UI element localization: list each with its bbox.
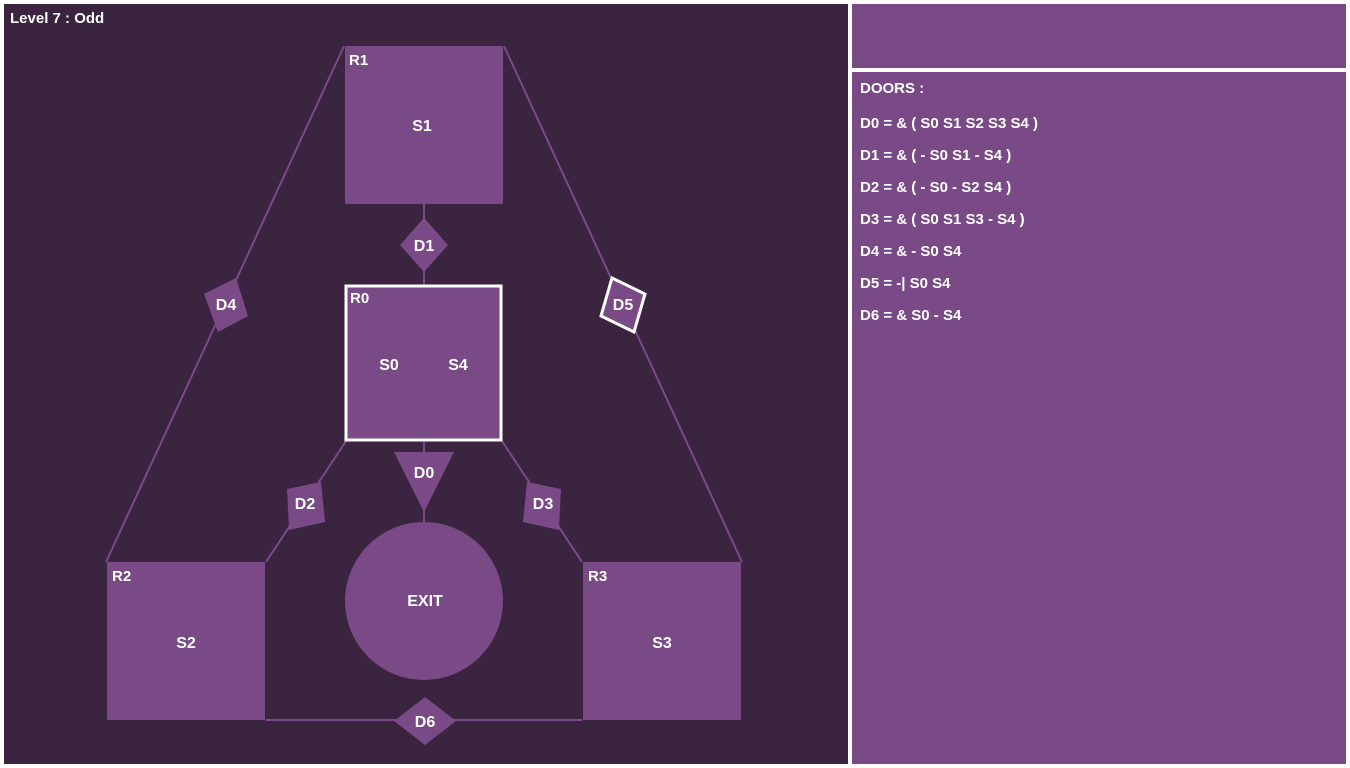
door-label: D1 [414, 238, 435, 255]
door-d6[interactable]: D6 [394, 697, 456, 745]
room-r1[interactable]: R1 S1 [345, 46, 503, 204]
door-label: D3 [533, 496, 554, 513]
room-r3[interactable]: R3 S3 [583, 562, 741, 720]
door-label: D2 [295, 496, 316, 513]
room-label: R1 [349, 52, 368, 69]
door-label: D4 [216, 297, 237, 314]
door-label: D5 [613, 297, 634, 314]
exit-room[interactable]: EXIT [345, 522, 503, 680]
room-label: R3 [588, 568, 607, 585]
door-d4[interactable]: D4 [204, 278, 248, 332]
door-rule-list: D0 = & ( S0 S1 S2 S3 S4 ) D1 = & ( - S0 … [860, 115, 1038, 339]
door-d3[interactable]: D3 [523, 482, 561, 530]
room-r2[interactable]: R2 S2 [107, 562, 265, 720]
door-d5[interactable]: D5 [599, 275, 647, 335]
door-rule-d0: D0 = & ( S0 S1 S2 S3 S4 ) [860, 115, 1039, 132]
switch-s3[interactable]: S3 [652, 635, 672, 652]
room-label: R0 [350, 290, 369, 307]
door-label: D0 [414, 465, 435, 482]
door-rule-d1: D1 = & ( - S0 S1 - S4 ) [860, 147, 1012, 164]
switch-s4[interactable]: S4 [448, 357, 468, 374]
switch-s1[interactable]: S1 [412, 118, 432, 135]
doors-panel: DOORS : D0 = & ( S0 S1 S2 S3 S4 ) D1 = &… [852, 72, 1346, 764]
door-d2[interactable]: D2 [287, 482, 325, 530]
info-panel-header [852, 4, 1346, 68]
door-d0[interactable]: D0 [394, 452, 454, 512]
doors-title: DOORS : [860, 80, 925, 97]
door-d1[interactable]: D1 [400, 218, 448, 272]
switch-s0[interactable]: S0 [379, 357, 399, 374]
level-map: R1 S1 R0 S0 S4 R2 S2 R3 S3 EXIT D0 [105, 45, 743, 745]
door-rule-d6: D6 = & S0 - S4 [860, 307, 962, 324]
door-rule-d4: D4 = & - S0 S4 [860, 243, 962, 260]
door-rule-d5: D5 = -| S0 S4 [860, 275, 951, 292]
switch-s2[interactable]: S2 [176, 635, 196, 652]
room-label: R2 [112, 568, 131, 585]
level-title: Level 7 : Odd [10, 10, 105, 27]
door-label: D6 [415, 714, 436, 731]
game-board: R1 S1 R0 S0 S4 R2 S2 R3 S3 EXIT D0 [4, 4, 848, 764]
exit-label: EXIT [407, 593, 443, 610]
door-rule-d3: D3 = & ( S0 S1 S3 - S4 ) [860, 211, 1025, 228]
door-rule-d2: D2 = & ( - S0 - S2 S4 ) [860, 179, 1012, 196]
room-r0[interactable]: R0 S0 S4 [344, 284, 503, 442]
